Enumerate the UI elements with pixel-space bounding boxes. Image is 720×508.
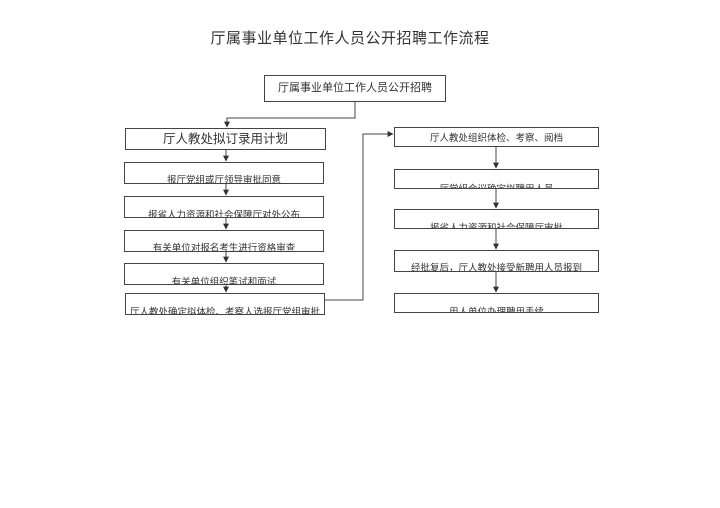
step-right-2: 厅党组会议确定拟聘用人员 (394, 169, 599, 189)
step-left-5: 有关单位组织笔试和面试 (124, 263, 324, 285)
step-left-3: 报省人力资源和社会保障厅对外公布 (124, 196, 324, 218)
step-right-3-label: 报省人力资源和社会保障厅审批 (429, 223, 563, 229)
step-right-3: 报省人力资源和社会保障厅审批 (394, 209, 599, 229)
step-left-2: 报厅党组或厅领导审批同意 (124, 162, 324, 184)
connector-start-to-left1 (224, 102, 356, 128)
step-left-4: 有关单位对报名考生进行资格审查 (124, 230, 324, 252)
step-right-4: 经批复后，厅人教处接受新聘用人员报到 (394, 250, 599, 272)
step-right-5-label: 用人单位办理聘用手续 (448, 307, 544, 313)
step-right-4-label: 经批复后，厅人教处接受新聘用人员报到 (410, 263, 582, 272)
step-left-6: 厅人教处确定拟体检、考察人选报厅党组审批 (125, 293, 325, 315)
step-left-3-label: 报省人力资源和社会保障厅对外公布 (147, 210, 300, 218)
step-right-2-label: 厅党组会议确定拟聘用人员 (395, 170, 598, 188)
step-right-1: 厅人教处组织体检、考察、阅档 (394, 127, 599, 147)
step-left-6-label: 厅人教处确定拟体检、考察人选报厅党组审批 (129, 307, 320, 315)
step-start: 厅属事业单位工作人员公开招聘 (264, 75, 446, 102)
page-title: 厅属事业单位工作人员公开招聘工作流程 (210, 29, 490, 47)
connector-left6-to-right1 (325, 131, 394, 301)
step-left-5-label: 有关单位组织笔试和面试 (171, 277, 277, 285)
step-right-1-label: 厅人教处组织体检、考察、阅档 (429, 133, 563, 144)
step-left-1: 厅人教处拟订录用计划 (125, 128, 326, 150)
step-left-4-label: 有关单位对报名考生进行资格审查 (152, 243, 296, 252)
step-left-2-label: 报厅党组或厅领导审批同意 (166, 175, 281, 184)
step-left-1-label: 厅人教处拟订录用计划 (162, 131, 288, 146)
step-right-5: 用人单位办理聘用手续 (394, 293, 599, 313)
step-start-label: 厅属事业单位工作人员公开招聘 (278, 81, 432, 94)
